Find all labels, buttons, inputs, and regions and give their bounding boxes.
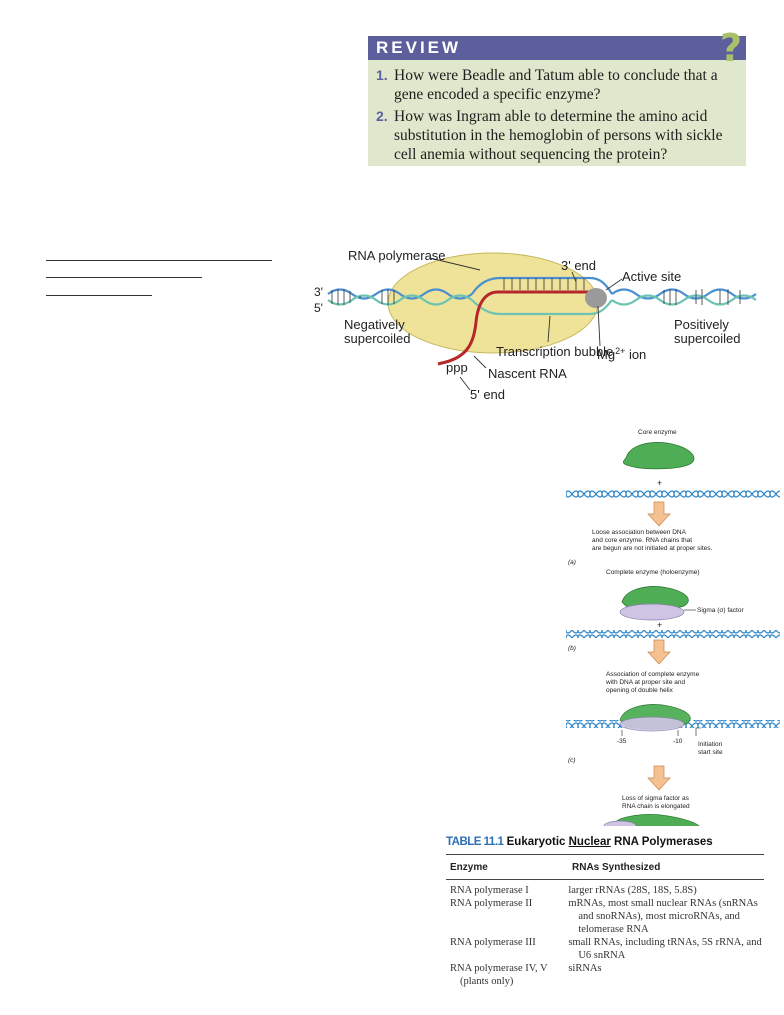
label-positively: Positively — [674, 317, 729, 332]
label-nascent-rna: Nascent RNA — [488, 366, 567, 381]
label-3prime-end: 3' end — [561, 258, 596, 273]
table-header-rule — [446, 879, 764, 880]
table-title-post: RNA Polymerases — [610, 836, 713, 848]
cell-enzyme: RNA polymerase IV, V (plants only) — [450, 963, 548, 987]
loose-line-3: are begun are not initiated at proper si… — [592, 545, 713, 552]
table-header-row: Enzyme RNAs Synthesized — [446, 855, 764, 879]
label-strand-3: 3' — [314, 285, 323, 299]
review-box: REVIEW ? 1. How were Beadle and Tatum ab… — [368, 28, 746, 167]
down-arrow-icon — [647, 639, 671, 665]
active-site — [585, 288, 607, 308]
review-questions: 1. How were Beadle and Tatum able to con… — [376, 66, 740, 167]
cell-rnas: larger rRNAs (28S, 18S, 5.8S) — [568, 885, 697, 896]
polymerase-table: TABLE 11.1 Eukaryotic Nuclear RNA Polyme… — [446, 836, 764, 988]
loose-line-1: Loose association between DNA — [592, 529, 687, 536]
bound-sigma-shape — [619, 716, 685, 732]
question-text: How was Ingram able to determine the ami… — [394, 108, 723, 163]
loss-line-2: RNA chain is elongated — [622, 803, 690, 810]
loose-line-2: and core enzyme. RNA chains that — [592, 537, 692, 544]
review-question: 1. How were Beadle and Tatum able to con… — [376, 66, 740, 104]
dna-a — [566, 490, 780, 498]
cell-rnas: mRNAs, most small nuclear RNAs (snRNAs a… — [568, 898, 758, 935]
table-top-rule — [446, 854, 764, 855]
table-title: TABLE 11.1 Eukaryotic Nuclear RNA Polyme… — [446, 836, 764, 854]
header-enzyme: Enzyme — [450, 861, 488, 873]
note-line — [46, 295, 152, 296]
label-a: (a) — [568, 559, 576, 566]
nascent-rna — [437, 290, 590, 366]
label-mg-ion: Mg2+ ion — [597, 346, 646, 362]
bubble-rungs — [503, 278, 585, 290]
label-rna-polymerase: RNA polymerase — [348, 248, 446, 263]
table-title-pre: Eukaryotic — [506, 836, 569, 848]
note-line — [46, 260, 272, 261]
label-minus35: -35 — [617, 738, 627, 745]
dna-left-helix — [327, 288, 473, 306]
question-number: 2. — [376, 108, 388, 124]
label-pos-supercoiled: supercoiled — [674, 331, 741, 346]
label-active-site: Active site — [622, 269, 681, 284]
core-enzyme-shape — [623, 442, 695, 470]
template-strand — [471, 276, 613, 295]
assoc-line-2: with DNA at proper site and — [605, 679, 686, 686]
label-negatively: Negatively — [344, 317, 405, 332]
table-row: RNA polymerase III small RNAs, including… — [446, 936, 764, 962]
down-arrow-icon — [647, 765, 671, 791]
label-initiation: Initiation — [698, 741, 723, 748]
cell-enzyme: RNA polymerase II — [450, 898, 533, 909]
down-arrow-icon — [647, 501, 671, 527]
cell-enzyme: RNA polymerase I — [450, 885, 529, 896]
cell-enzyme: RNA polymerase III — [450, 937, 536, 948]
table-row: RNA polymerase IV, V (plants only) siRNA… — [446, 962, 764, 988]
cell-rnas: small RNAs, including tRNAs, 5S rRNA, an… — [568, 937, 762, 961]
assoc-line-3: opening of double helix — [606, 687, 674, 694]
label-complete-enzyme: Complete enzyme (holoenzyme) — [606, 569, 700, 576]
label-strand-5: 5' — [314, 301, 323, 315]
sigma-factor-shape — [619, 603, 685, 621]
coding-strand — [471, 299, 613, 316]
label-5prime-end: 5' end — [470, 387, 505, 402]
cell-rnas: siRNAs — [568, 963, 602, 974]
note-line — [46, 277, 202, 278]
dna-right-helix — [611, 288, 757, 306]
label-core-enzyme: Core enzyme — [638, 429, 677, 436]
label-ppp: ppp — [446, 360, 468, 375]
review-header-bar: REVIEW — [368, 36, 746, 60]
header-rnas: RNAs Synthesized — [572, 861, 661, 873]
question-mark-icon: ? — [719, 26, 742, 70]
label-b: (b) — [568, 645, 576, 652]
loss-line-1: Loss of sigma factor as — [622, 795, 690, 802]
review-title: REVIEW — [376, 38, 462, 57]
table-body: RNA polymerase I larger rRNAs (28S, 18S,… — [446, 880, 764, 988]
question-number: 1. — [376, 67, 388, 83]
sigma-factor-diagram: Core enzyme + Loose association between … — [566, 429, 780, 826]
label-minus10: -10 — [673, 738, 683, 745]
label-start-site: start site — [698, 749, 723, 756]
label-neg-supercoiled: supercoiled — [344, 331, 411, 346]
plus-sign: + — [657, 620, 662, 630]
assoc-line-1: Association of complete enzyme — [606, 671, 700, 678]
plus-sign: + — [657, 478, 662, 488]
released-sigma-shape — [603, 820, 637, 826]
dna-b — [566, 630, 780, 638]
label-transcription-bubble: Transcription bubble — [496, 344, 613, 359]
transcription-diagram: RNA polymerase 3' end Active site 3' 5' … — [314, 248, 757, 402]
dna-left-rungs — [331, 289, 395, 305]
label-c: (c) — [568, 757, 576, 764]
question-text: How were Beadle and Tatum able to conclu… — [394, 67, 718, 103]
table-row: RNA polymerase I larger rRNAs (28S, 18S,… — [446, 884, 764, 897]
dna-right-rungs — [663, 289, 741, 305]
review-question: 2. How was Ingram able to determine the … — [376, 107, 740, 164]
table-title-nuclear: Nuclear — [568, 836, 611, 848]
label-sigma-factor: Sigma (σ) factor — [697, 607, 744, 614]
table-row: RNA polymerase II mRNAs, most small nucl… — [446, 897, 764, 936]
table-label: TABLE 11.1 — [446, 836, 504, 848]
